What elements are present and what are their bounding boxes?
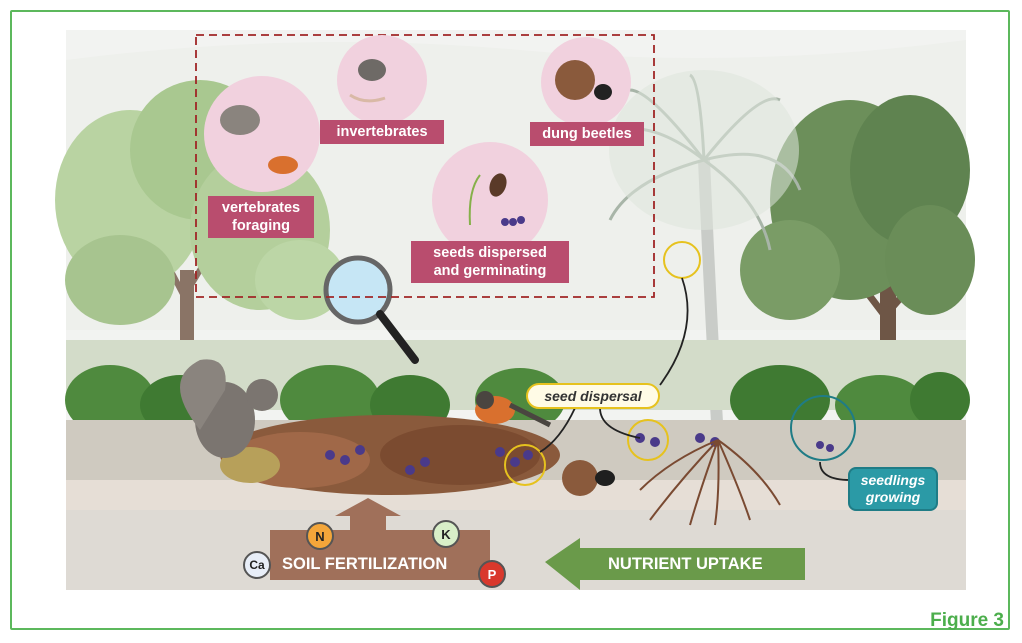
soil-fertilization-label: SOIL FERTILIZATION bbox=[282, 555, 447, 574]
nutrient-p-badge: P bbox=[478, 560, 506, 588]
dung-beetles-label: dung beetles bbox=[530, 122, 644, 146]
nutrient-n-badge: N bbox=[306, 522, 334, 550]
invertebrates-label: invertebrates bbox=[320, 120, 444, 144]
nutrient-ca-badge: Ca bbox=[243, 551, 271, 579]
vertebrates-label: vertebrates foraging bbox=[208, 196, 314, 238]
figure-label: Figure 3 bbox=[930, 610, 1004, 632]
seeds-label: seeds dispersed and germinating bbox=[411, 241, 569, 283]
invertebrates-circle bbox=[337, 35, 427, 125]
nutrient-uptake-label: NUTRIENT UPTAKE bbox=[608, 555, 763, 574]
nutrient-k-badge: K bbox=[432, 520, 460, 548]
beetle-ground bbox=[595, 470, 615, 486]
seed-dispersal-label: seed dispersal bbox=[526, 383, 660, 409]
vertebrates-circle bbox=[204, 76, 320, 192]
seedlings-growing-label: seedlings growing bbox=[848, 467, 938, 511]
